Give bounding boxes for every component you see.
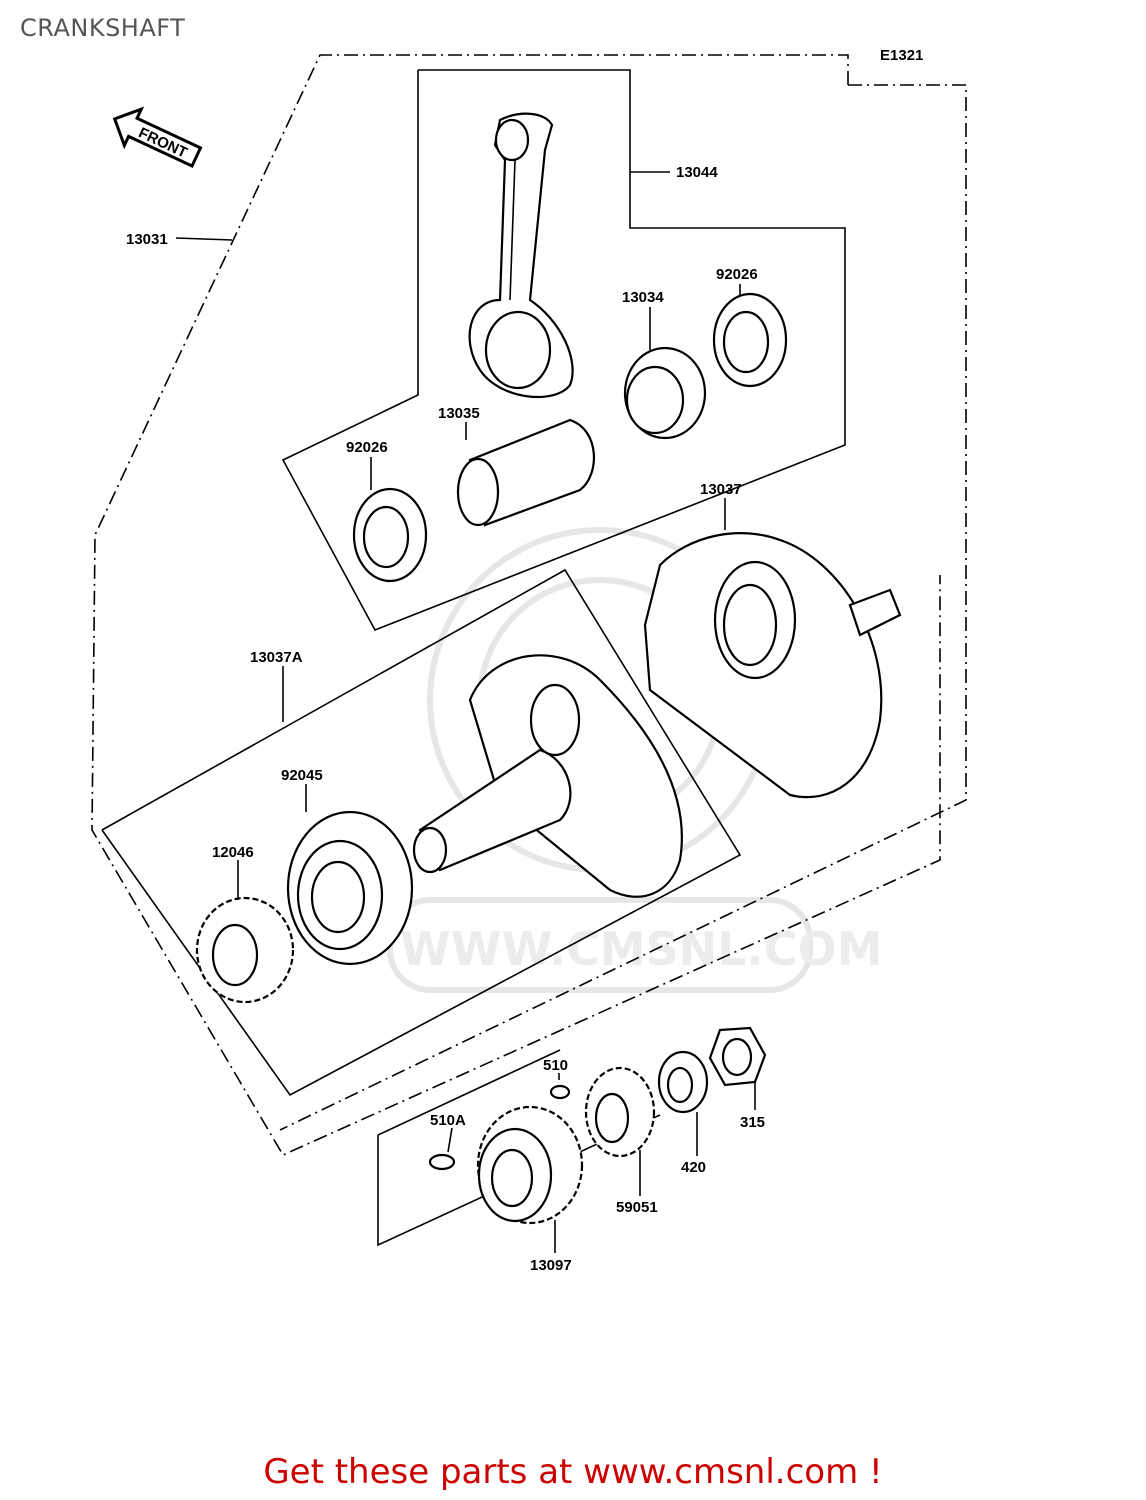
label-510a: 510A [430,1112,466,1129]
key-510a [428,1153,456,1171]
label-92045: 92045 [281,767,323,784]
label-13031: 13031 [126,231,168,248]
label-12046: 12046 [212,844,254,861]
label-13035: 13035 [438,405,480,422]
washer-right [712,292,788,388]
label-420: 420 [681,1159,706,1176]
gear-59051 [584,1066,656,1158]
label-13037: 13037 [700,481,742,498]
crank-pin [456,418,596,527]
figure-code: E1321 [880,47,923,64]
crankshaft-exploded-diagram: WWW.CMSNL.COM E1321 FRONT [91,47,967,1274]
footer-link[interactable]: Get these parts at www.cmsnl.com ! [263,1452,883,1492]
front-arrow-icon: FRONT [112,106,203,168]
leader-lines [175,171,756,1253]
connecting-rod [468,112,574,399]
label-92026-right: 92026 [716,266,758,283]
right-flywheel [643,532,902,799]
needle-bearing [623,346,707,440]
label-13044: 13044 [676,164,718,181]
label-13034: 13034 [622,289,664,306]
gear-13097 [476,1105,584,1225]
label-315: 315 [740,1114,765,1131]
page-title: CRANKSHAFT [20,14,186,42]
label-13037a: 13037A [250,649,303,666]
label-510: 510 [543,1057,568,1074]
key-510 [549,1084,571,1100]
label-92026-left: 92026 [346,439,388,456]
washer-420 [657,1050,709,1114]
part-labels: 13044 13031 92026 13034 13035 92026 1303… [126,164,765,1274]
left-flywheel [412,654,683,898]
ball-bearing [286,810,414,966]
label-13097: 13097 [530,1257,572,1274]
gear-12046 [195,896,295,1004]
label-59051: 59051 [616,1199,658,1216]
washer-left [352,487,428,583]
nut-315 [708,1026,767,1087]
watermark-text: WWW.CMSNL.COM [400,922,883,976]
